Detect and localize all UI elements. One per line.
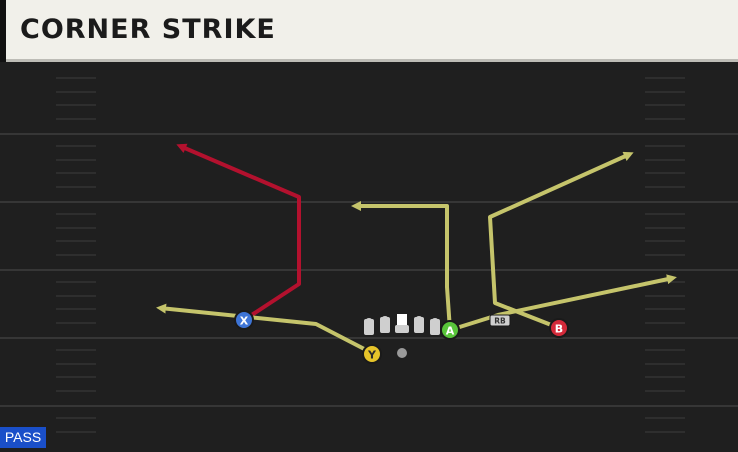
- play-header: CORNER STRIKE: [0, 0, 738, 62]
- receiver-b[interactable]: B: [549, 318, 569, 338]
- hash-marks-right: [645, 77, 685, 433]
- svg-text:X: X: [240, 315, 249, 328]
- receiver-a-icon: [440, 320, 460, 340]
- receiver-a[interactable]: A: [440, 320, 460, 340]
- offensive-line: [364, 314, 440, 335]
- route-a: [351, 201, 452, 331]
- receiver-x[interactable]: X: [234, 310, 254, 330]
- svg-text:B: B: [555, 323, 563, 336]
- play-type-badge: PASS: [0, 427, 46, 448]
- lineman-rg-icon: [414, 316, 424, 333]
- running-back[interactable]: RB: [489, 314, 511, 327]
- receiver-y-icon: [362, 344, 382, 364]
- receiver-b-icon: [549, 318, 569, 338]
- header-accent-bar: [0, 0, 6, 62]
- svg-text:RB: RB: [494, 317, 506, 326]
- receiver-x-icon: [234, 310, 254, 330]
- lineman-lg-icon: [380, 316, 390, 333]
- center-icon: [395, 314, 409, 333]
- lineman-lt-icon: [364, 318, 374, 335]
- route-y: [156, 303, 373, 355]
- play-diagram: X Y A B RB: [0, 62, 738, 448]
- yard-lines: [0, 133, 738, 407]
- running-back-icon: [489, 314, 511, 327]
- route-x-primary: [176, 143, 301, 322]
- play-title: CORNER STRIKE: [20, 14, 276, 45]
- route-b: [488, 151, 634, 330]
- lineman-rt-icon: [430, 318, 440, 335]
- svg-text:Y: Y: [367, 349, 377, 362]
- quarterback-icon: [397, 348, 407, 358]
- svg-text:A: A: [446, 325, 455, 338]
- playbook-field: X Y A B RB: [0, 62, 738, 448]
- hash-marks-left: [56, 77, 96, 433]
- receiver-y[interactable]: Y: [362, 344, 382, 364]
- field-turf: [0, 62, 738, 448]
